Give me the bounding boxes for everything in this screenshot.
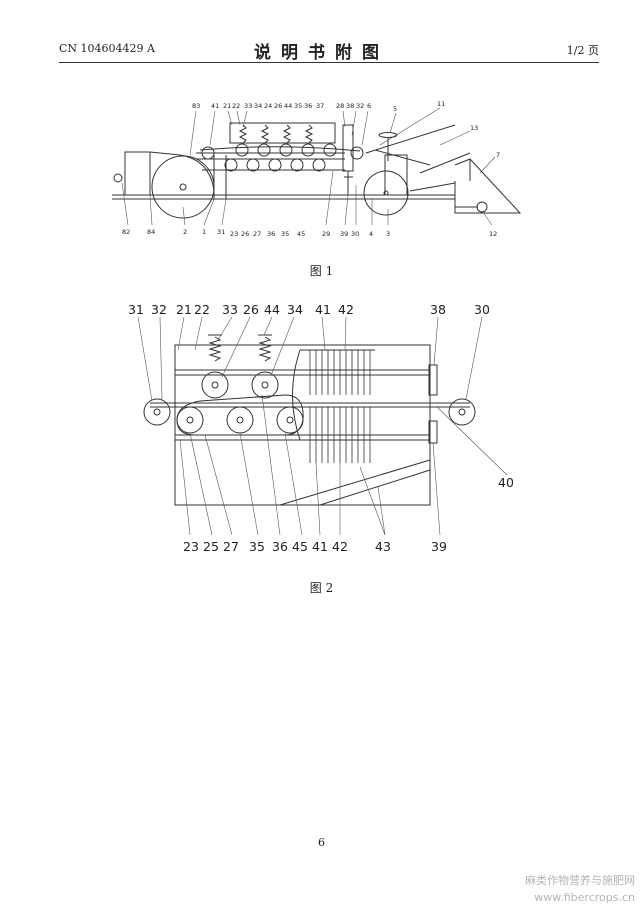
watermark-line-1: 麻类作物营养与施肥网 <box>525 874 635 887</box>
fig1-top-label: 34 <box>254 102 262 110</box>
fig1-top-label: 32 <box>356 102 364 110</box>
fig1-bottom-label: 26 <box>241 230 249 238</box>
fig2-top-label: 22 <box>194 302 210 317</box>
fig2-top-label: 38 <box>430 302 446 317</box>
fig1-top-label: 24 <box>264 102 272 110</box>
page-title: 说明书附图 <box>254 43 389 63</box>
fig1-top-label: 6 <box>367 102 371 110</box>
fig1-bottom-label: 3 <box>386 230 390 238</box>
fig1-top-label: 7 <box>496 151 500 159</box>
fig1-bottom-label: 12 <box>489 230 497 238</box>
header-rule <box>59 62 599 63</box>
fig1-top-label: 11 <box>437 100 445 108</box>
fig1-bottom-label: 4 <box>369 230 373 238</box>
page-number: 6 <box>318 836 325 849</box>
fig2-top-label: 33 <box>222 302 238 317</box>
fig1-bottom-label: 30 <box>351 230 359 238</box>
fig2-top-label: 31 <box>128 302 144 317</box>
fig1-top-label: 26 <box>274 102 282 110</box>
fig1-top-label: 35 <box>294 102 302 110</box>
figure-2-caption: 图 2 <box>309 581 334 595</box>
figure-1-labels: 83 41 21 22 33 34 24 26 44 35 36 37 28 3… <box>122 100 500 238</box>
fig1-bottom-label: 82 <box>122 228 130 236</box>
fig1-bottom-label: 1 <box>202 228 206 236</box>
fig1-top-label: 33 <box>244 102 252 110</box>
fig2-bottom-label: 27 <box>223 539 239 554</box>
fig1-top-label: 36 <box>304 102 312 110</box>
fig1-top-label: 5 <box>393 105 397 113</box>
fig2-top-label: 41 <box>315 302 331 317</box>
fig1-top-label: 13 <box>470 124 478 132</box>
fig1-bottom-label: 31 <box>217 228 225 236</box>
watermark: 麻类作物营养与施肥网 www.fibercrops.cn <box>525 872 635 906</box>
fig1-bottom-label: 39 <box>340 230 348 238</box>
fig2-bottom-label: 41 <box>312 539 328 554</box>
figure-1-drawing: 83 41 21 22 33 34 24 26 44 35 36 37 28 3… <box>112 100 522 238</box>
fig1-top-label: 44 <box>284 102 292 110</box>
fig2-bottom-label: 35 <box>249 539 265 554</box>
fig1-bottom-label: 27 <box>253 230 261 238</box>
fig1-bottom-label: 36 <box>267 230 275 238</box>
watermark-line-2: www.fibercrops.cn <box>534 891 635 904</box>
fig2-top-label: 44 <box>264 302 280 317</box>
fig1-top-label: 22 <box>232 102 240 110</box>
fig2-bottom-label: 39 <box>431 539 447 554</box>
fig2-top-label: 21 <box>176 302 192 317</box>
fig1-bottom-label: 84 <box>147 228 155 236</box>
fig2-top-label: 34 <box>287 302 303 317</box>
fig1-bottom-label: 23 <box>230 230 238 238</box>
fig2-bottom-label: 43 <box>375 539 391 554</box>
fig1-bottom-label: 35 <box>281 230 289 238</box>
fig2-right-label: 40 <box>498 475 514 490</box>
figure-1-caption: 图 1 <box>309 264 334 278</box>
fig1-bottom-label: 45 <box>297 230 305 238</box>
fig2-top-label: 26 <box>243 302 259 317</box>
fig1-top-label: 38 <box>346 102 354 110</box>
fig1-top-label: 21 <box>223 102 231 110</box>
fig2-top-label: 32 <box>151 302 167 317</box>
fig2-bottom-label: 42 <box>332 539 348 554</box>
fig1-bottom-label: 29 <box>322 230 330 238</box>
page-header: CN 104604429 A 说明书附图 1/2 页 <box>0 38 643 63</box>
page-reference: 1/2 页 <box>566 44 599 57</box>
patent-number: CN 104604429 A <box>59 42 155 55</box>
fig1-top-label: 28 <box>336 102 344 110</box>
fig2-top-label: 30 <box>474 302 490 317</box>
fig2-bottom-label: 25 <box>203 539 219 554</box>
fig1-bottom-label: 2 <box>183 228 187 236</box>
fig2-bottom-label: 36 <box>272 539 288 554</box>
fig1-top-label: 37 <box>316 102 324 110</box>
fig2-bottom-label: 45 <box>292 539 308 554</box>
figure-2-drawing: 31 32 21 22 33 26 44 34 41 42 38 30 40 2… <box>128 302 514 554</box>
fig2-bottom-label: 23 <box>183 539 199 554</box>
fig1-top-label: 41 <box>211 102 219 110</box>
fig2-top-label: 42 <box>338 302 354 317</box>
fig1-top-label: 83 <box>192 102 200 110</box>
figure-2-labels: 31 32 21 22 33 26 44 34 41 42 38 30 40 2… <box>128 302 514 554</box>
